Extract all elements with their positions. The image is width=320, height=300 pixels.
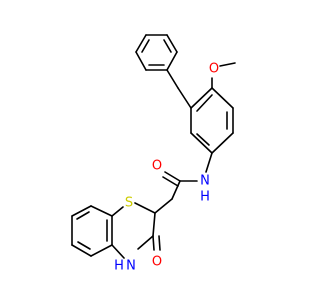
bond	[211, 87, 234, 109]
bond	[90, 244, 113, 257]
nitrogen-atom-label: N	[126, 259, 136, 274]
bond	[190, 132, 213, 154]
bond	[177, 87, 192, 109]
bond	[135, 51, 147, 71]
bond-inner	[76, 211, 90, 220]
bond	[166, 51, 178, 71]
bond	[158, 235, 161, 251]
bond-inner	[196, 94, 213, 112]
bond	[171, 180, 181, 200]
bond	[190, 87, 213, 109]
bond	[152, 212, 156, 237]
bond-group	[71, 34, 236, 259]
bond	[111, 244, 125, 259]
bond	[135, 34, 147, 53]
bond-inner	[141, 39, 150, 53]
sulfur-atom-label: S	[125, 196, 133, 211]
bond	[134, 202, 156, 214]
bond	[111, 206, 124, 217]
bond-inner	[196, 133, 210, 146]
hydrogen-atom-label: H	[114, 259, 124, 274]
bond	[162, 176, 179, 187]
oxygen-atom-label: O	[209, 62, 219, 77]
oxygen-atom-label: O	[152, 159, 162, 174]
nitrogen-atom-label: N	[200, 174, 210, 189]
bond	[137, 235, 154, 250]
bond	[71, 205, 92, 217]
bond	[71, 244, 92, 257]
bond	[166, 69, 179, 89]
bond	[166, 34, 178, 53]
bond	[205, 152, 213, 173]
hydrogen-atom-label: H	[200, 190, 210, 205]
bond	[211, 132, 234, 154]
bond-inner	[163, 39, 172, 53]
bond	[219, 62, 236, 67]
bond	[90, 205, 113, 217]
bond-inner	[77, 241, 91, 250]
atom-label-group: O N H O S H N O	[114, 62, 219, 274]
molecule-structure-diagram: O N H O S H N O	[71, 34, 236, 274]
bond	[152, 235, 155, 251]
bond	[164, 171, 181, 182]
bond	[154, 198, 173, 214]
oxygen-atom-label: O	[152, 255, 162, 270]
